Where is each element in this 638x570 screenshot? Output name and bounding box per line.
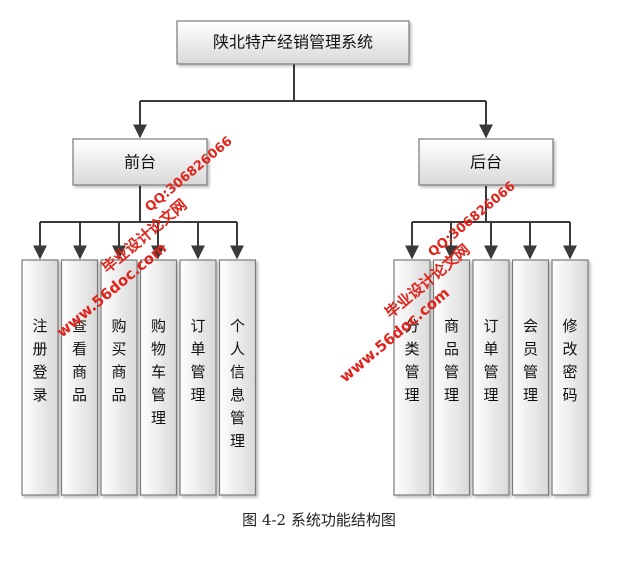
back-leaf-label: 分类管理	[404, 317, 419, 404]
root-node: 陕北特产经销管理系统	[176, 20, 410, 65]
back-leaf-label: 修改密码	[562, 317, 577, 404]
front-leaf-label: 个人信息管理	[230, 317, 245, 450]
back-leaf-node: 修改密码	[551, 259, 589, 496]
back-leaf-label: 订单管理	[483, 317, 498, 404]
front-leaf-node: 购物车管理	[139, 259, 178, 496]
front-leaf-label: 查看商品	[72, 317, 87, 404]
front-leaf-label: 注册登录	[32, 317, 47, 404]
front-leaf-node: 购买商品	[100, 259, 138, 496]
front-leaf-label: 购买商品	[111, 317, 126, 404]
back-leaf-label: 商品管理	[444, 317, 459, 404]
front-leaf-node: 个人信息管理	[218, 259, 257, 496]
front-children: 注册登录 查看商品 购买商品 购物车管理 订单管理 个人信息管理	[21, 259, 257, 496]
front-leaf-node: 订单管理	[179, 259, 217, 496]
front-leaf-node: 注册登录	[21, 259, 59, 496]
back-label: 后台	[470, 153, 502, 172]
front-leaf-node: 查看商品	[60, 259, 99, 496]
back-leaf-node: 分类管理	[393, 259, 431, 496]
back-node: 后台	[418, 138, 554, 186]
watermark-qq: QQ:306826066	[426, 179, 519, 260]
back-leaf-node: 商品管理	[432, 259, 471, 496]
back-children: 分类管理 商品管理 订单管理 会员管理 修改密码	[393, 259, 589, 496]
front-leaf-label: 购物车管理	[151, 317, 166, 427]
back-leaf-label: 会员管理	[523, 317, 538, 404]
front-leaf-label: 订单管理	[190, 317, 205, 404]
back-leaf-node: 订单管理	[472, 259, 510, 496]
front-label: 前台	[124, 153, 156, 172]
front-node: 前台	[72, 138, 208, 186]
figure-caption: 图 4-2 系统功能结构图	[242, 511, 396, 529]
root-label: 陕北特产经销管理系统	[213, 33, 373, 52]
back-leaf-node: 会员管理	[511, 259, 550, 496]
connectors	[33, 64, 577, 260]
